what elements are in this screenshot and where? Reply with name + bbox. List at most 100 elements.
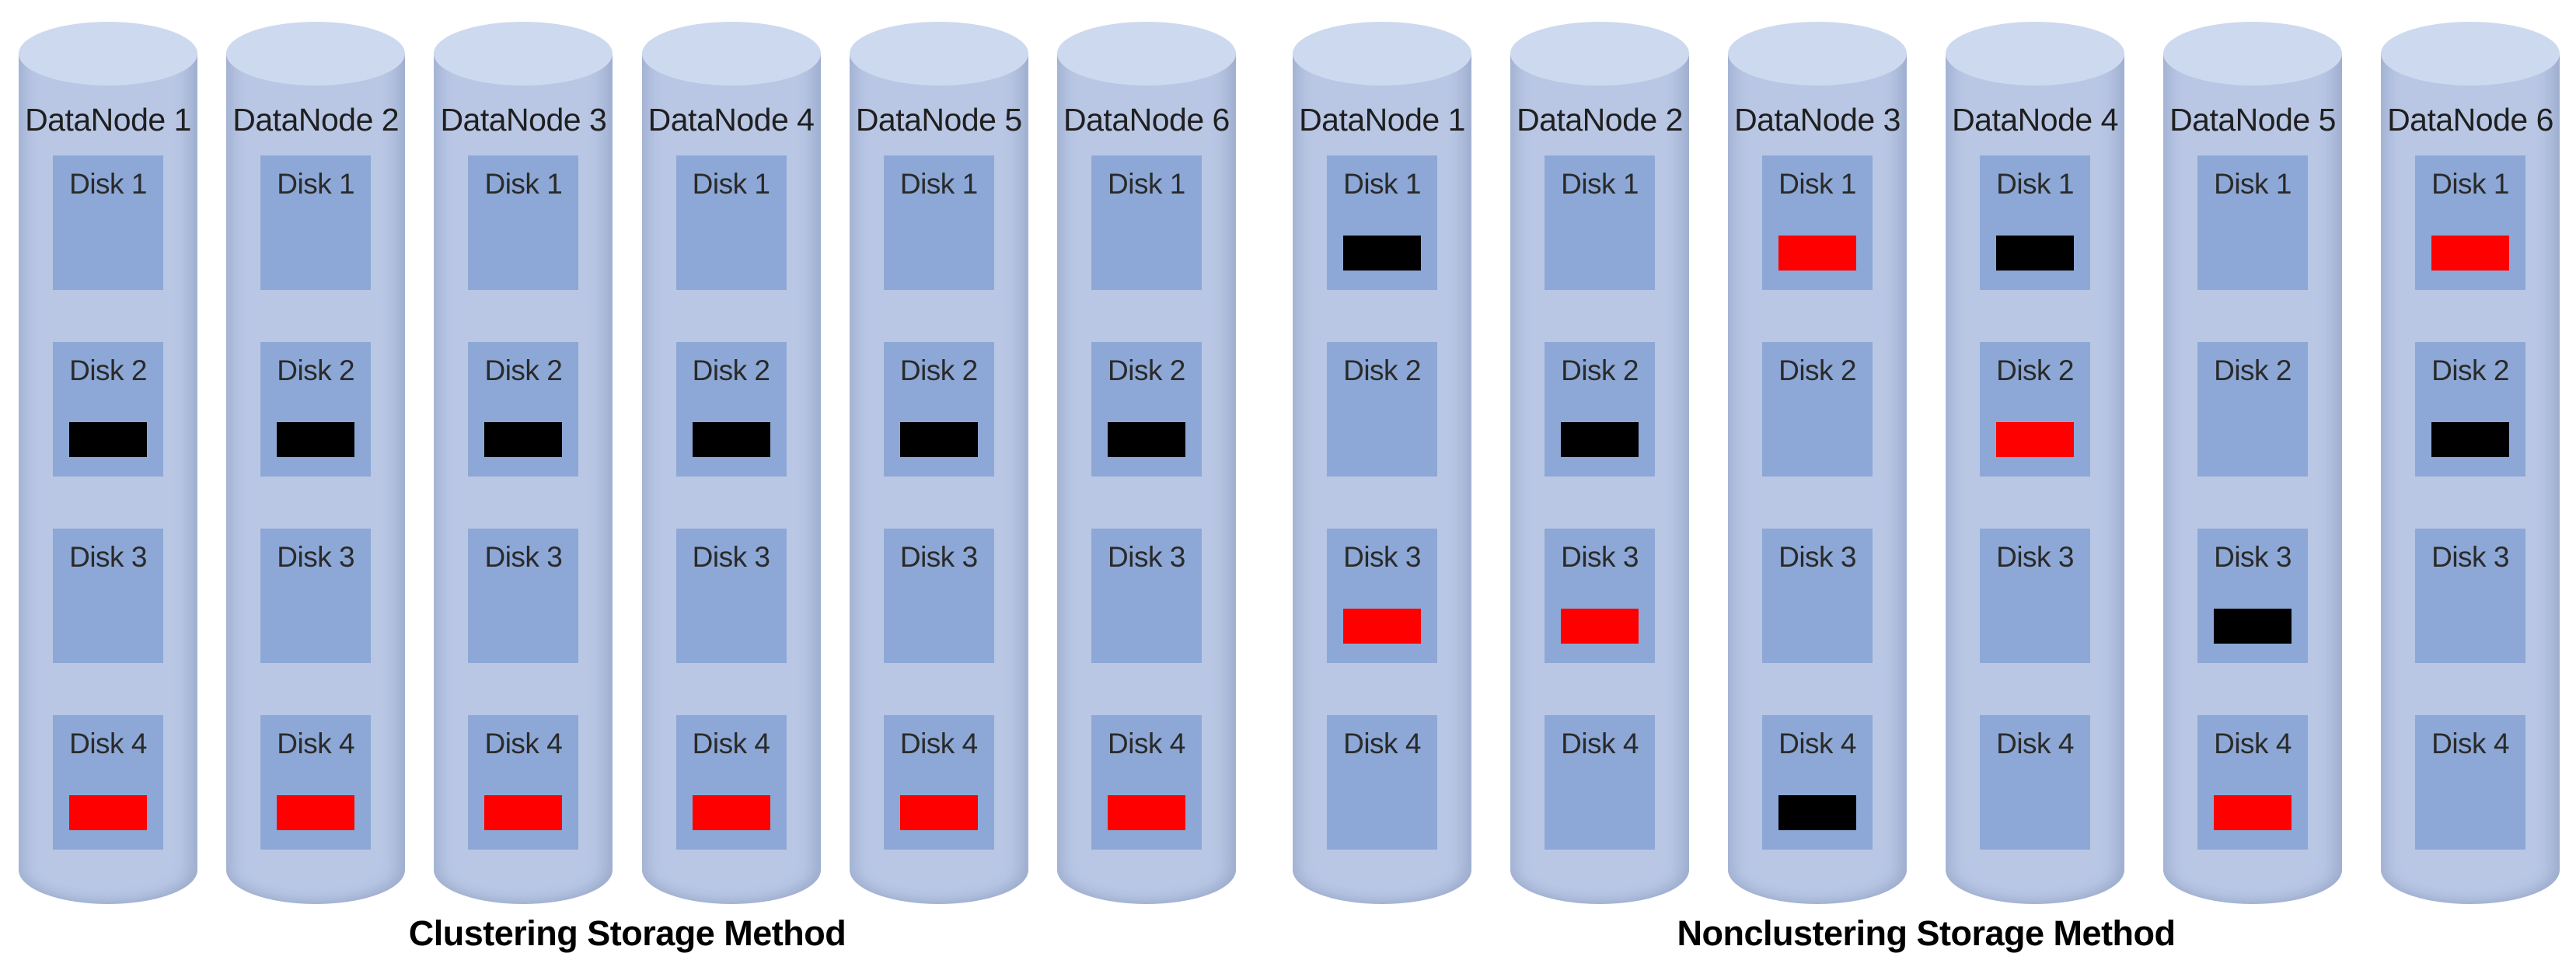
data-block-red <box>1343 609 1421 644</box>
disk-box: Disk 4 <box>1980 715 2090 850</box>
disk-box: Disk 2 <box>2197 342 2308 477</box>
cylinder-top-ellipse <box>434 22 613 86</box>
disk-box: Disk 4 <box>1091 715 1202 850</box>
disk-box: Disk 2 <box>1545 342 1655 477</box>
datanode-label: DataNode 3 <box>440 102 607 138</box>
disk-stack: Disk 1 Disk 2 Disk 3 Disk 4 <box>642 22 821 904</box>
disk-label: Disk 3 <box>1778 541 1856 573</box>
disk-box: Disk 2 <box>260 342 372 477</box>
datanode-cylinder: DataNode 4 Disk 1 Disk 2 Disk 3 Disk 4 <box>641 22 821 904</box>
disk-box: Disk 3 <box>1091 529 1202 663</box>
disk-box: Disk 3 <box>2197 529 2308 663</box>
cylinder-top-ellipse <box>641 22 821 86</box>
disk-label: Disk 2 <box>277 354 355 386</box>
data-block-black <box>1561 422 1639 457</box>
disk-label: Disk 4 <box>1108 728 1185 759</box>
data-block-black <box>484 422 563 457</box>
disk-box: Disk 1 <box>1545 155 1655 290</box>
disk-stack: Disk 1 Disk 2 Disk 3 Disk 4 <box>2163 22 2342 904</box>
disk-stack: Disk 1 Disk 2 Disk 3 Disk 4 <box>1510 22 1689 904</box>
disk-box: Disk 2 <box>1762 342 1873 477</box>
disk-label: Disk 1 <box>899 168 978 200</box>
disk-label: Disk 4 <box>1996 728 2074 759</box>
disk-box: Disk 4 <box>1327 715 1437 850</box>
cylinder-top-ellipse <box>1728 22 1907 86</box>
disk-label: Disk 3 <box>277 541 355 573</box>
disk-box: Disk 4 <box>1545 715 1655 850</box>
disk-box: Disk 1 <box>1327 155 1437 290</box>
disk-box: Disk 4 <box>2415 715 2525 850</box>
disk-box: Disk 1 <box>1762 155 1873 290</box>
disk-label: Disk 3 <box>484 541 563 573</box>
disk-box: Disk 2 <box>675 342 787 477</box>
disk-stack: Disk 1 Disk 2 Disk 3 Disk 4 <box>1057 22 1236 904</box>
datanode-label: DataNode 3 <box>1734 102 1901 138</box>
data-block-red <box>484 795 563 830</box>
disk-label: Disk 1 <box>2431 168 2509 200</box>
disk-label: Disk 4 <box>899 728 978 759</box>
disk-box: Disk 3 <box>1980 529 2090 663</box>
data-block-black <box>899 422 978 457</box>
cylinder-top-ellipse <box>1510 22 1689 86</box>
cylinder-top-ellipse <box>1946 22 2124 86</box>
disk-label: Disk 3 <box>2431 541 2509 573</box>
disk-box: Disk 1 <box>53 155 163 290</box>
disk-box: Disk 1 <box>1091 155 1202 290</box>
datanode-label: DataNode 4 <box>647 102 815 138</box>
data-block-red <box>2431 236 2509 271</box>
disk-label: Disk 2 <box>1108 354 1185 386</box>
disk-box: Disk 2 <box>53 342 163 477</box>
disk-box: Disk 4 <box>883 715 994 850</box>
cylinder-top-ellipse <box>19 22 197 86</box>
disk-label: Disk 4 <box>1778 728 1856 759</box>
disk-box: Disk 4 <box>2197 715 2308 850</box>
disk-box: Disk 1 <box>883 155 994 290</box>
disk-label: Disk 4 <box>2214 728 2292 759</box>
disk-label: Disk 3 <box>1561 541 1639 573</box>
disk-label: Disk 2 <box>1778 354 1856 386</box>
disk-label: Disk 2 <box>69 354 147 386</box>
datanode-cylinder: DataNode 3 Disk 1 Disk 2 Disk 3 Disk 4 <box>1728 22 1907 904</box>
datanode-label: DataNode 6 <box>1063 102 1230 138</box>
disk-label: Disk 4 <box>692 728 770 759</box>
disk-box: Disk 4 <box>260 715 372 850</box>
datanode-label: DataNode 4 <box>1952 102 2118 138</box>
data-block-black <box>69 422 147 457</box>
disk-box: Disk 2 <box>883 342 994 477</box>
disk-box: Disk 1 <box>675 155 787 290</box>
disk-label: Disk 3 <box>1343 541 1421 573</box>
disk-label: Disk 1 <box>484 168 563 200</box>
disk-box: Disk 1 <box>2415 155 2525 290</box>
disk-box: Disk 3 <box>675 529 787 663</box>
data-block-black <box>1778 795 1856 830</box>
disk-box: Disk 3 <box>53 529 163 663</box>
disk-label: Disk 2 <box>2214 354 2292 386</box>
data-block-red <box>2214 795 2292 830</box>
disk-label: Disk 1 <box>1108 168 1185 200</box>
disk-box: Disk 1 <box>1980 155 2090 290</box>
data-block-red <box>1778 236 1856 271</box>
disk-box: Disk 3 <box>1327 529 1437 663</box>
disk-box: Disk 3 <box>1762 529 1873 663</box>
disk-label: Disk 3 <box>1996 541 2074 573</box>
disk-label: Disk 4 <box>484 728 563 759</box>
data-block-black <box>2431 422 2509 457</box>
cylinder-top-ellipse <box>1293 22 1471 86</box>
data-block-black <box>1343 236 1421 271</box>
disk-label: Disk 1 <box>2214 168 2292 200</box>
data-block-black <box>2214 609 2292 644</box>
